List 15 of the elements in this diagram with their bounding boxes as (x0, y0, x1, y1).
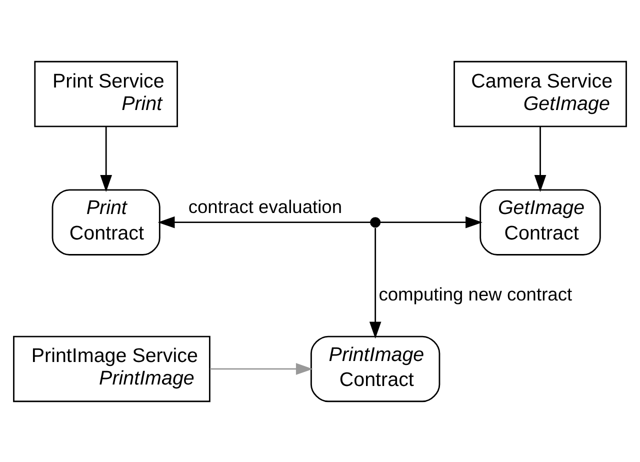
node-box: Print Service Print (34, 60, 178, 127)
arrow (369, 227, 382, 338)
arrow (534, 126, 546, 192)
node-circle (370, 216, 381, 228)
node-box: PrintImage Service PrintImage (13, 335, 210, 402)
node-box: Camera Service GetImage (454, 60, 627, 127)
arrow (158, 216, 371, 228)
node-box: GetImage Contract (480, 188, 601, 255)
arrow (380, 216, 482, 228)
arrow (100, 126, 112, 192)
edge-label: contract evaluation (188, 196, 342, 217)
node-box: PrintImage Contract (310, 335, 440, 402)
arrow (210, 362, 313, 374)
node-box: Print Contract (52, 188, 160, 255)
edge-label: computing new contract (378, 282, 572, 304)
